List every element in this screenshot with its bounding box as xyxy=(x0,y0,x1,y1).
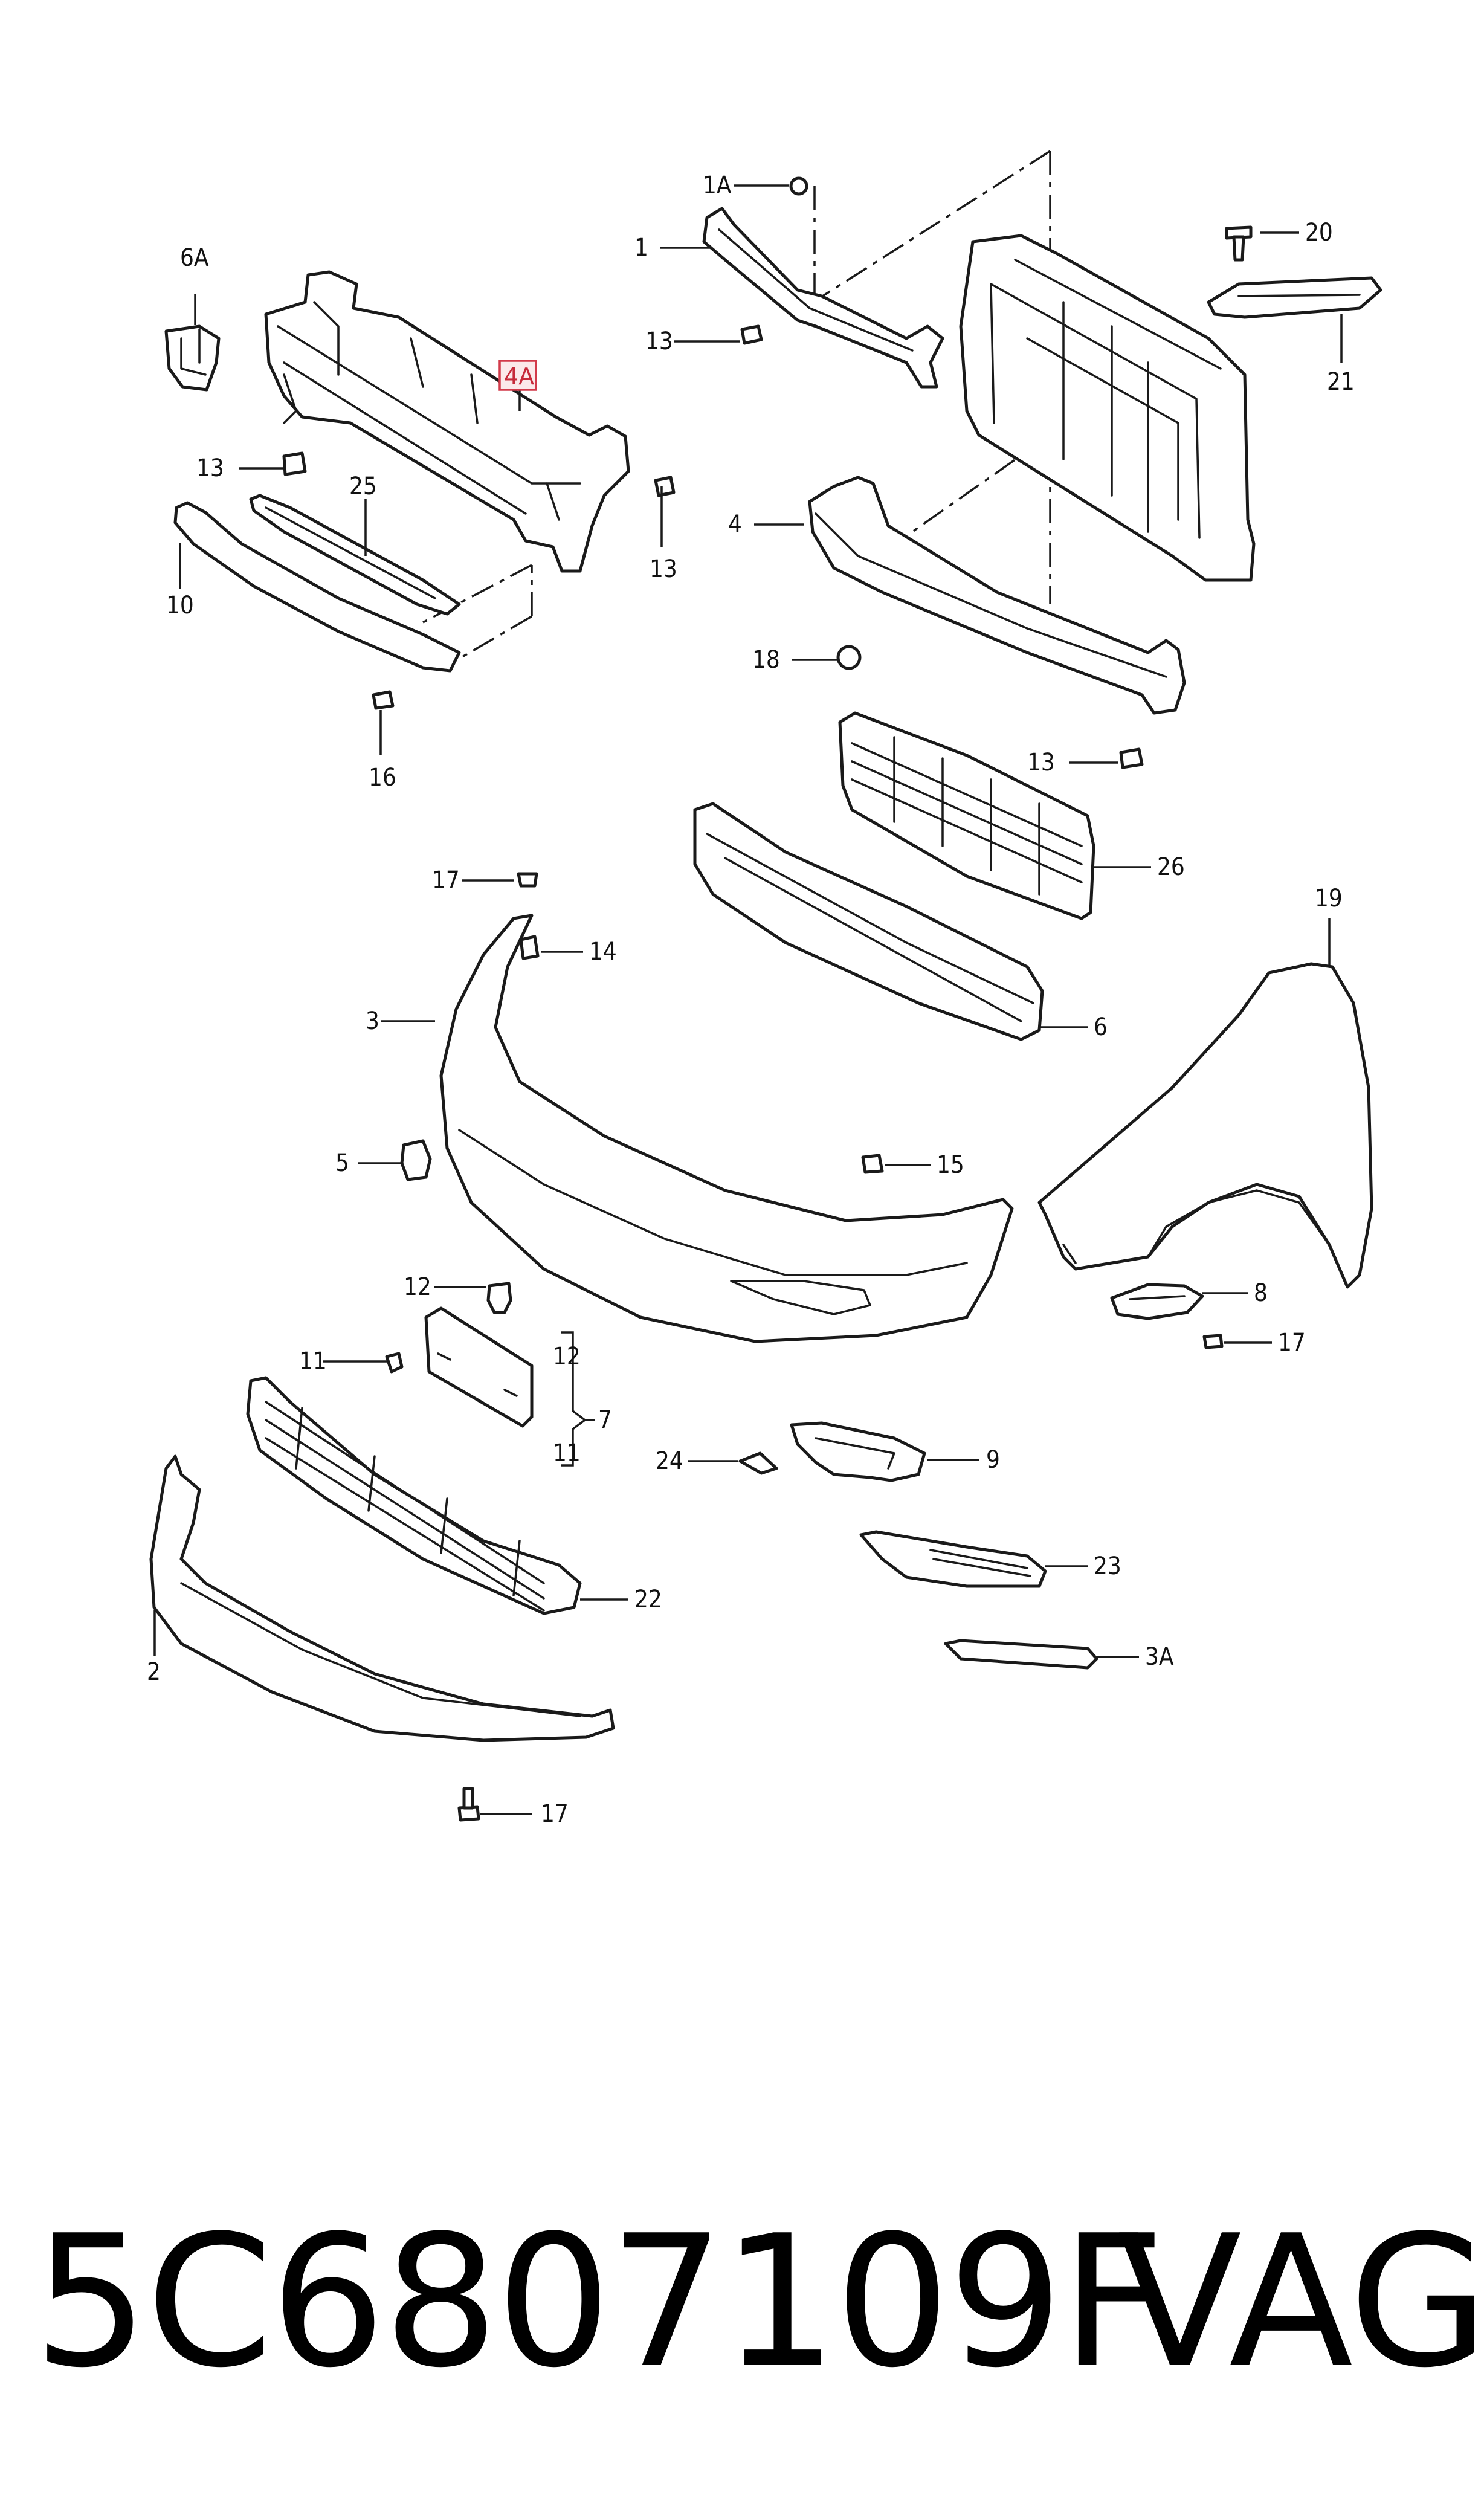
part-3-bumper-cover[interactable] xyxy=(439,914,1014,1343)
part-22-lower-grille[interactable] xyxy=(246,1376,582,1615)
fastener-14-clip xyxy=(519,935,540,960)
part-number-text: 5C6807109F xyxy=(33,2197,1165,2407)
fastener-1a-nut xyxy=(789,176,808,196)
callout-16: 16 xyxy=(369,764,396,792)
part-4-cross-member[interactable] xyxy=(808,476,1186,715)
fastener-17-screw-a xyxy=(517,872,538,888)
callout-13-a: 13 xyxy=(645,328,673,355)
part-12-clip[interactable] xyxy=(486,1282,512,1314)
callout-3: 3 xyxy=(366,1007,379,1035)
fastener-13-bolt-a xyxy=(740,324,763,345)
callout-10: 10 xyxy=(166,592,194,619)
fastener-13-bolt-b xyxy=(282,451,307,476)
highlight-label-4a[interactable]: 4A xyxy=(498,360,537,391)
fastener-16-screw xyxy=(372,690,395,710)
callout-26: 26 xyxy=(1157,853,1185,881)
callout-14: 14 xyxy=(589,938,617,966)
part-21-bracket[interactable] xyxy=(1207,276,1382,319)
fastener-18-nut xyxy=(836,645,862,670)
callout-6: 6 xyxy=(1094,1013,1108,1041)
callout-12-b: 12 xyxy=(553,1343,581,1370)
callout-13-b: 13 xyxy=(196,454,224,482)
callout-23: 23 xyxy=(1094,1552,1121,1580)
highlight-label-text: 4A xyxy=(504,363,534,390)
callout-1: 1 xyxy=(634,234,648,262)
callout-13-c: 13 xyxy=(650,555,677,583)
callout-12-a: 12 xyxy=(404,1273,431,1301)
callout-24: 24 xyxy=(656,1447,683,1475)
callout-20: 20 xyxy=(1305,219,1333,247)
callout-6a: 6A xyxy=(180,244,209,272)
callout-17-b: 17 xyxy=(1278,1329,1306,1357)
part-26-air-guide-grille[interactable] xyxy=(838,711,1095,920)
part-23-trim-grille[interactable] xyxy=(859,1530,1047,1588)
callout-21: 21 xyxy=(1327,368,1355,396)
fastener-17-screw-c xyxy=(457,1787,480,1822)
part-2-lower-spoiler[interactable] xyxy=(149,1454,615,1742)
callout-19: 19 xyxy=(1315,885,1343,912)
callout-11-b: 11 xyxy=(553,1439,581,1467)
callout-4: 4 xyxy=(728,511,742,538)
callout-5: 5 xyxy=(335,1149,349,1177)
part-1-upper-carrier[interactable] xyxy=(702,207,944,389)
brand-text: VAG xyxy=(1118,2197,1484,2407)
part-11-screw[interactable] xyxy=(385,1352,404,1374)
callout-11-a: 11 xyxy=(299,1348,327,1375)
part-24-clip[interactable] xyxy=(738,1451,778,1475)
callout-15: 15 xyxy=(937,1151,964,1179)
fastener-13-bolt-c xyxy=(654,476,676,497)
callout-7: 7 xyxy=(598,1406,612,1434)
callout-13-d: 13 xyxy=(1027,749,1055,776)
callout-2: 2 xyxy=(147,1658,161,1686)
callout-25: 25 xyxy=(349,473,377,500)
fastener-17-screw-b xyxy=(1202,1334,1224,1349)
callout-labels: 1A 1 20 21 6A 13 13 13 4 25 10 16 18 13 … xyxy=(147,172,1355,1828)
callout-22: 22 xyxy=(634,1586,662,1613)
part-5-cap[interactable] xyxy=(400,1139,432,1181)
callout-17-c: 17 xyxy=(541,1800,569,1828)
part-8-bracket[interactable] xyxy=(1110,1283,1204,1320)
callout-9: 9 xyxy=(986,1446,1000,1474)
part-9-fog-frame[interactable] xyxy=(790,1421,926,1482)
part-25-grille-strip[interactable] xyxy=(249,494,461,616)
callout-18: 18 xyxy=(752,646,780,674)
part-7-plate-holder[interactable] xyxy=(424,1306,534,1428)
part-6a-bracket[interactable] xyxy=(164,324,221,392)
callout-3a: 3A xyxy=(1145,1643,1174,1671)
part-19-fender[interactable] xyxy=(1037,962,1373,1289)
callout-17-a: 17 xyxy=(432,867,460,894)
leader-lines xyxy=(153,184,1343,1815)
part-20-bolt[interactable] xyxy=(1225,225,1253,262)
fasteners xyxy=(282,176,1224,1822)
callout-1a: 1A xyxy=(703,172,732,199)
fastener-15-clip xyxy=(861,1154,884,1174)
callout-8: 8 xyxy=(1254,1279,1268,1307)
part-10-lower-strip[interactable] xyxy=(173,501,461,673)
part-6-energy-absorber[interactable] xyxy=(693,802,1044,1041)
part-4a-impact-bar[interactable] xyxy=(264,270,630,573)
part-radiator-support-frame[interactable] xyxy=(959,234,1256,582)
part-3a-trim-strip[interactable] xyxy=(944,1639,1098,1670)
fastener-13-bolt-d xyxy=(1119,747,1144,769)
